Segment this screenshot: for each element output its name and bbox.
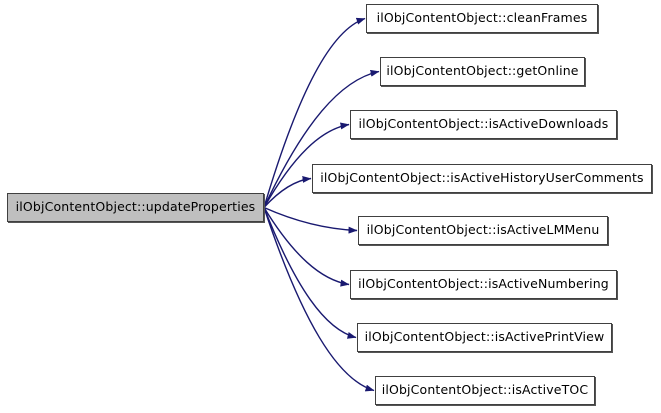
edge-4 — [263, 206, 358, 234]
node-label: ilObjContentObject::isActiveHistoryUserC… — [320, 170, 644, 186]
node-isActivePrintView[interactable]: ilObjContentObject::isActivePrintView — [357, 323, 612, 352]
node-label: ilObjContentObject::getOnline — [386, 63, 579, 79]
node-label: ilObjContentObject::isActiveDownloads — [358, 116, 609, 132]
node-label: ilObjContentObject::isActiveLMMenu — [366, 222, 600, 238]
node-isActiveHistoryUserComments[interactable]: ilObjContentObject::isActiveHistoryUserC… — [312, 164, 652, 193]
node-label: ilObjContentObject::isActiveNumbering — [358, 276, 609, 292]
node-isActiveDownloads[interactable]: ilObjContentObject::isActiveDownloads — [350, 110, 617, 139]
edge-5 — [263, 207, 350, 287]
node-label: ilObjContentObject::isActiveTOC — [381, 382, 589, 398]
edge-6 — [263, 207, 357, 339]
node-isActiveNumbering[interactable]: ilObjContentObject::isActiveNumbering — [350, 270, 617, 299]
node-getOnline[interactable]: ilObjContentObject::getOnline — [380, 57, 585, 86]
node-cleanFrames[interactable]: ilObjContentObject::cleanFrames — [366, 4, 598, 33]
node-root-updateProperties[interactable]: ilObjContentObject::updateProperties — [7, 193, 264, 222]
edge-3 — [263, 175, 312, 208]
node-label: ilObjContentObject::cleanFrames — [376, 10, 588, 26]
node-label: ilObjContentObject::updateProperties — [15, 199, 256, 215]
node-label: ilObjContentObject::isActivePrintView — [364, 329, 605, 345]
node-isActiveLMMenu[interactable]: ilObjContentObject::isActiveLMMenu — [358, 216, 608, 245]
node-isActiveTOC[interactable]: ilObjContentObject::isActiveTOC — [375, 376, 595, 405]
